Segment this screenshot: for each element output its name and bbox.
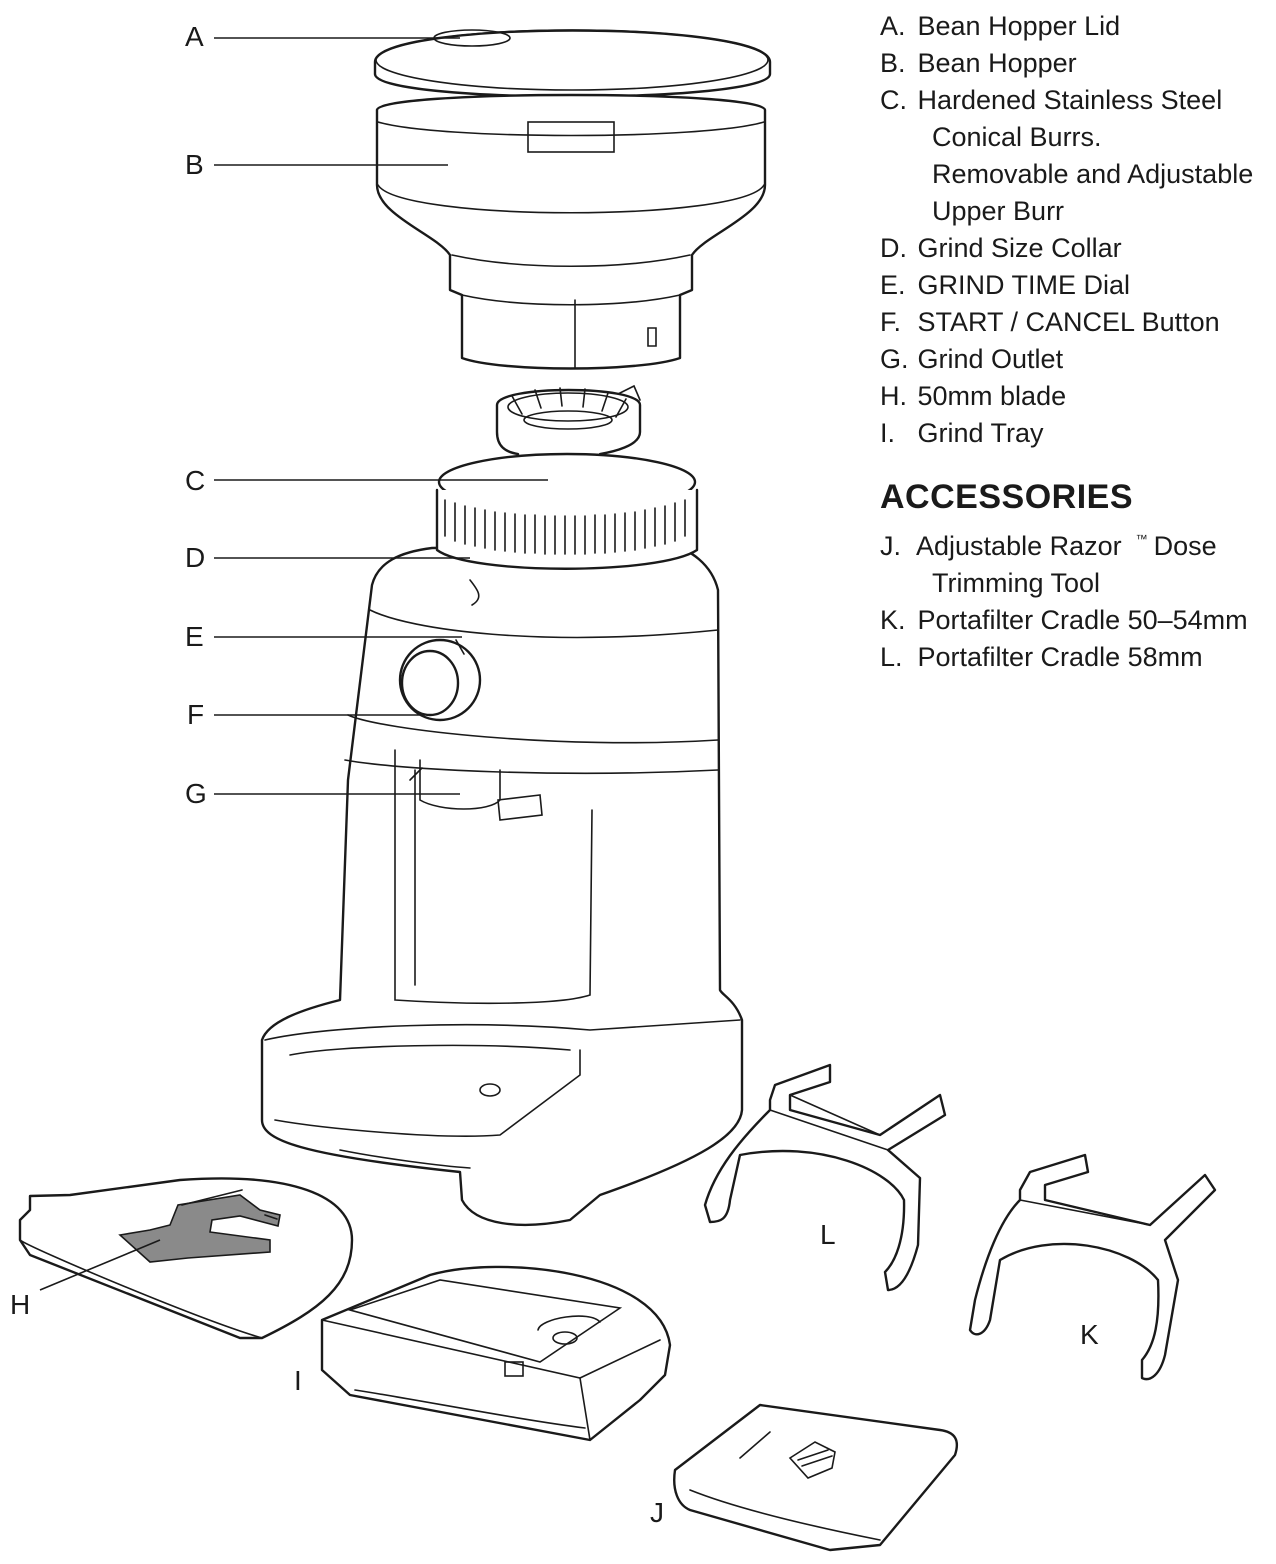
bean-hopper bbox=[375, 93, 767, 370]
legend-text: Portafilter Cradle 58mm bbox=[917, 642, 1203, 672]
start-cancel-button bbox=[400, 649, 460, 717]
legend-item-g: G. Grind Outlet bbox=[880, 341, 1276, 378]
callout-j: J bbox=[650, 1497, 664, 1528]
legend-text-cont: Trimming Tool bbox=[932, 568, 1101, 598]
legend-text: Dose bbox=[1153, 531, 1217, 561]
legend-letter: F. bbox=[880, 307, 902, 337]
callout-e: E bbox=[185, 621, 204, 652]
trademark-symbol: ™ bbox=[1135, 532, 1148, 546]
callout-i: I bbox=[294, 1365, 302, 1396]
legend-item-f: F. START / CANCEL Button bbox=[880, 304, 1276, 341]
legend-letter: H. bbox=[880, 381, 907, 411]
legend-item-h: H. 50mm blade bbox=[880, 378, 1276, 415]
legend-text-cont: Removable and Adjustable bbox=[932, 159, 1254, 189]
legend-letter: G. bbox=[880, 344, 909, 374]
legend-letter: E. bbox=[880, 270, 906, 300]
legend-text: 50mm blade bbox=[917, 381, 1067, 411]
legend-text-cont: Conical Burrs. bbox=[932, 122, 1102, 152]
legend-item-e: E. GRIND TIME Dial bbox=[880, 267, 1276, 304]
legend-text: GRIND TIME Dial bbox=[917, 270, 1131, 300]
legend-item-i: I. Grind Tray bbox=[880, 415, 1276, 452]
legend-item-k: K. Portafilter Cradle 50–54mm bbox=[880, 602, 1276, 639]
callout-a: A bbox=[185, 21, 204, 52]
legend-letter: J. bbox=[880, 531, 902, 561]
legend-letter: D. bbox=[880, 233, 907, 263]
legend-letter: C. bbox=[880, 85, 907, 115]
legend-item-j: J. Adjustable Razor ™ Dose Trimming Tool bbox=[880, 521, 1276, 602]
legend-letter: L. bbox=[880, 642, 903, 672]
legend-text: Grind Outlet bbox=[917, 344, 1064, 374]
legend-text: START / CANCEL Button bbox=[917, 307, 1220, 337]
legend-text-cont: Upper Burr bbox=[932, 196, 1065, 226]
legend-item-c: C. Hardened Stainless Steel Conical Burr… bbox=[880, 82, 1276, 230]
accessories-heading: ACCESSORIES bbox=[880, 478, 1133, 516]
grind-tray bbox=[320, 1265, 672, 1442]
callout-f: F bbox=[187, 699, 204, 730]
legend-text: Grind Tray bbox=[917, 418, 1044, 448]
grinder-body bbox=[260, 452, 744, 1227]
legend-item-l: L. Portafilter Cradle 58mm bbox=[880, 639, 1276, 676]
blade-plate bbox=[18, 1177, 354, 1340]
callout-d: D bbox=[185, 542, 205, 573]
legend-letter: I. bbox=[880, 418, 896, 448]
portafilter-cradle-50-54mm bbox=[968, 1153, 1217, 1381]
legend-letter: K. bbox=[880, 605, 906, 635]
legend-letter: B. bbox=[880, 48, 906, 78]
parts-list: A. Bean Hopper Lid B. Bean Hopper C. Har… bbox=[880, 8, 1276, 452]
leader-lines bbox=[39, 37, 548, 1291]
callout-b: B bbox=[185, 149, 204, 180]
bean-hopper-lid bbox=[373, 29, 772, 98]
callout-k: K bbox=[1080, 1319, 1099, 1350]
legend-text: Portafilter Cradle 50–54mm bbox=[917, 605, 1248, 635]
callout-c: C bbox=[185, 465, 205, 496]
razor-trimming-tool bbox=[673, 1403, 959, 1552]
callout-g: G bbox=[185, 778, 207, 809]
legend-text: Hardened Stainless Steel bbox=[917, 85, 1223, 115]
legend-letter: A. bbox=[880, 11, 906, 41]
legend-text: Bean Hopper bbox=[917, 48, 1077, 78]
callout-labels: A B C D E F G H I J K L bbox=[10, 21, 1099, 1528]
legend-text: Grind Size Collar bbox=[917, 233, 1122, 263]
portafilter-cradle-58mm bbox=[703, 1063, 947, 1292]
callout-h: H bbox=[10, 1289, 30, 1320]
legend-text: Bean Hopper Lid bbox=[917, 11, 1121, 41]
legend-item-d: D. Grind Size Collar bbox=[880, 230, 1276, 267]
parts-legend: A. Bean Hopper Lid B. Bean Hopper C. Har… bbox=[880, 8, 1276, 676]
accessories-list: J. Adjustable Razor ™ Dose Trimming Tool K… bbox=[880, 521, 1276, 676]
legend-text: Adjustable Razor bbox=[916, 531, 1122, 561]
legend-item-b: B. Bean Hopper bbox=[880, 45, 1276, 82]
callout-l: L bbox=[820, 1219, 836, 1250]
legend-item-a: A. Bean Hopper Lid bbox=[880, 8, 1276, 45]
